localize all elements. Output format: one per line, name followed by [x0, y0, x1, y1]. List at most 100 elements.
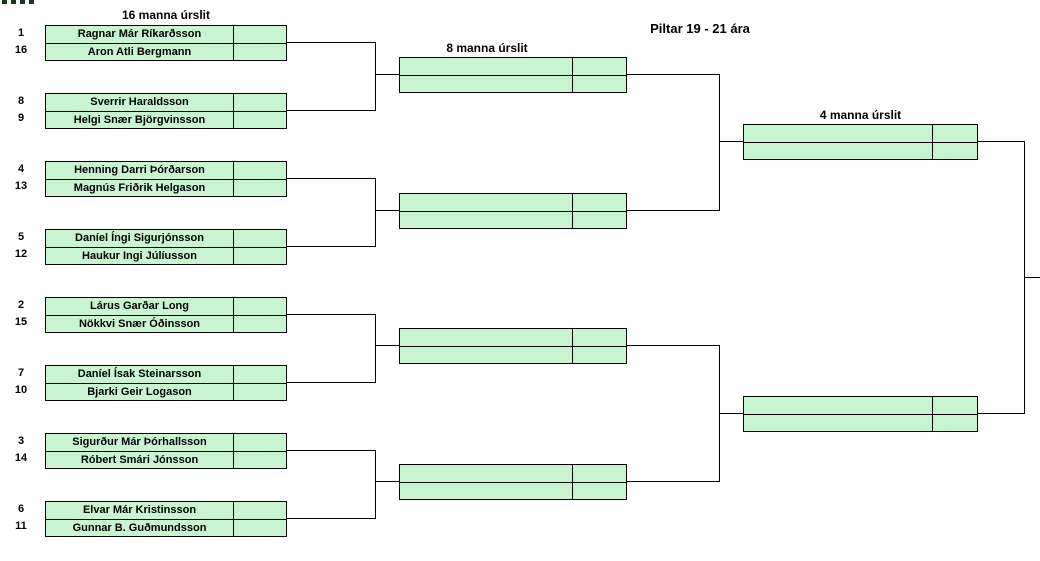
winner-name-cell	[400, 211, 572, 228]
match-pair-r16-7: Sigurður Már Þórhallsson Róbert Smári Jó…	[45, 433, 287, 469]
seed-number: 14	[14, 452, 28, 464]
player-name-cell: Nökkvi Snær Óðinsson	[46, 315, 233, 332]
score-cell	[572, 75, 626, 92]
winner-name-cell	[400, 58, 572, 75]
score-cell	[572, 465, 626, 482]
score-cell	[572, 482, 626, 499]
connector-line	[286, 314, 375, 315]
score-cell	[572, 346, 626, 363]
player-name-cell: Gunnar B. Guðmundsson	[46, 519, 233, 536]
match-pair-qf-1	[399, 57, 627, 93]
player-name-cell: Helgi Snær Björgvinsson	[46, 111, 233, 128]
connector-line	[375, 314, 376, 383]
connector-line	[375, 74, 399, 75]
match-pair-qf-4	[399, 464, 627, 500]
seed-number: 12	[14, 248, 28, 260]
connector-line	[719, 413, 743, 414]
score-cell	[233, 451, 286, 468]
connector-line	[375, 210, 399, 211]
match-pair-r16-2: Sverrir Haraldsson Helgi Snær Björgvinss…	[45, 93, 287, 129]
seed-number: 5	[17, 231, 25, 243]
connector-line	[627, 481, 719, 482]
player-name-cell: Ragnar Már Ríkarðsson	[77, 28, 202, 40]
round-label-16: 16 manna úrslit	[121, 8, 211, 22]
score-cell	[233, 230, 286, 247]
seed-number: 1	[17, 27, 25, 39]
winner-name-cell	[744, 142, 932, 159]
score-cell	[932, 414, 977, 431]
seed-number: 8	[17, 95, 25, 107]
connector-line	[719, 141, 743, 142]
connector-line	[375, 178, 376, 247]
score-cell	[233, 94, 286, 111]
match-pair-r16-3: Henning Darri Þórðarson Magnús Friðrik H…	[45, 161, 287, 197]
score-cell	[233, 519, 286, 536]
match-pair-r16-8: Elvar Már Kristinsson Gunnar B. Guðmunds…	[45, 501, 287, 537]
score-cell	[932, 142, 977, 159]
player-name-cell: Magnús Friðrik Helgason	[46, 179, 233, 196]
player-name-cell: Lárus Garðar Long	[89, 300, 190, 312]
winner-name-cell	[400, 465, 572, 482]
score-cell	[233, 434, 286, 451]
player-name-cell: Elvar Már Kristinsson	[82, 504, 197, 516]
connector-line	[286, 246, 375, 247]
winner-name-cell	[744, 414, 932, 431]
score-cell	[932, 125, 977, 142]
connector-line	[978, 141, 1024, 142]
match-pair-r16-5: Lárus Garðar Long Nökkvi Snær Óðinsson	[45, 297, 287, 333]
player-name-cell: Henning Darri Þórðarson	[74, 164, 205, 176]
connector-line	[978, 413, 1024, 414]
score-cell	[572, 194, 626, 211]
match-pair-sf-2	[743, 396, 978, 432]
score-cell	[233, 502, 286, 519]
winner-name-cell	[400, 329, 572, 346]
player-name-cell: Róbert Smári Jónsson	[46, 451, 233, 468]
clipped-text-fragment	[2, 0, 44, 5]
score-cell	[233, 383, 286, 400]
connector-line	[375, 450, 376, 519]
score-cell	[233, 298, 286, 315]
seed-number: 6	[17, 503, 25, 515]
player-name-cell: Daníel Íngi Sigurjónsson	[75, 232, 204, 244]
match-pair-r16-1: Ragnar Már Ríkarðsson Aron Atli Bergmann	[45, 25, 287, 61]
connector-line	[286, 382, 375, 383]
connector-line	[1024, 277, 1040, 278]
winner-name-cell	[400, 194, 572, 211]
round-label-4: 4 manna úrslit	[819, 108, 902, 122]
seed-number: 7	[17, 367, 25, 379]
seed-number: 3	[17, 435, 25, 447]
player-name-cell: Aron Atli Bergmann	[46, 43, 233, 60]
page-title: Piltar 19 - 21 ára	[650, 21, 750, 36]
match-pair-qf-2	[399, 193, 627, 229]
player-name-cell: Sverrir Haraldsson	[90, 96, 189, 108]
winner-name-cell	[744, 397, 932, 414]
winner-name-cell	[744, 125, 932, 142]
connector-line	[375, 481, 399, 482]
connector-line	[286, 110, 375, 111]
winner-name-cell	[400, 75, 572, 92]
connector-line	[627, 74, 719, 75]
round-label-8: 8 manna úrslit	[446, 41, 528, 55]
score-cell	[572, 211, 626, 228]
score-cell	[572, 329, 626, 346]
score-cell	[233, 366, 286, 383]
match-pair-sf-1	[743, 124, 978, 160]
connector-line	[286, 518, 375, 519]
score-cell	[233, 179, 286, 196]
connector-line	[375, 42, 376, 111]
player-name-cell: Sigurður Már Þórhallsson	[72, 436, 207, 448]
connector-line	[375, 345, 399, 346]
connector-line	[286, 450, 375, 451]
winner-name-cell	[400, 346, 572, 363]
score-cell	[233, 43, 286, 60]
player-name-cell: Bjarki Geir Logason	[46, 383, 233, 400]
connector-line	[719, 74, 720, 211]
player-name-cell: Daníel Ísak Steinarsson	[77, 368, 202, 380]
winner-name-cell	[400, 482, 572, 499]
seed-number: 4	[17, 163, 25, 175]
score-cell	[572, 58, 626, 75]
score-cell	[932, 397, 977, 414]
match-pair-qf-3	[399, 328, 627, 364]
seed-number: 13	[14, 180, 28, 192]
